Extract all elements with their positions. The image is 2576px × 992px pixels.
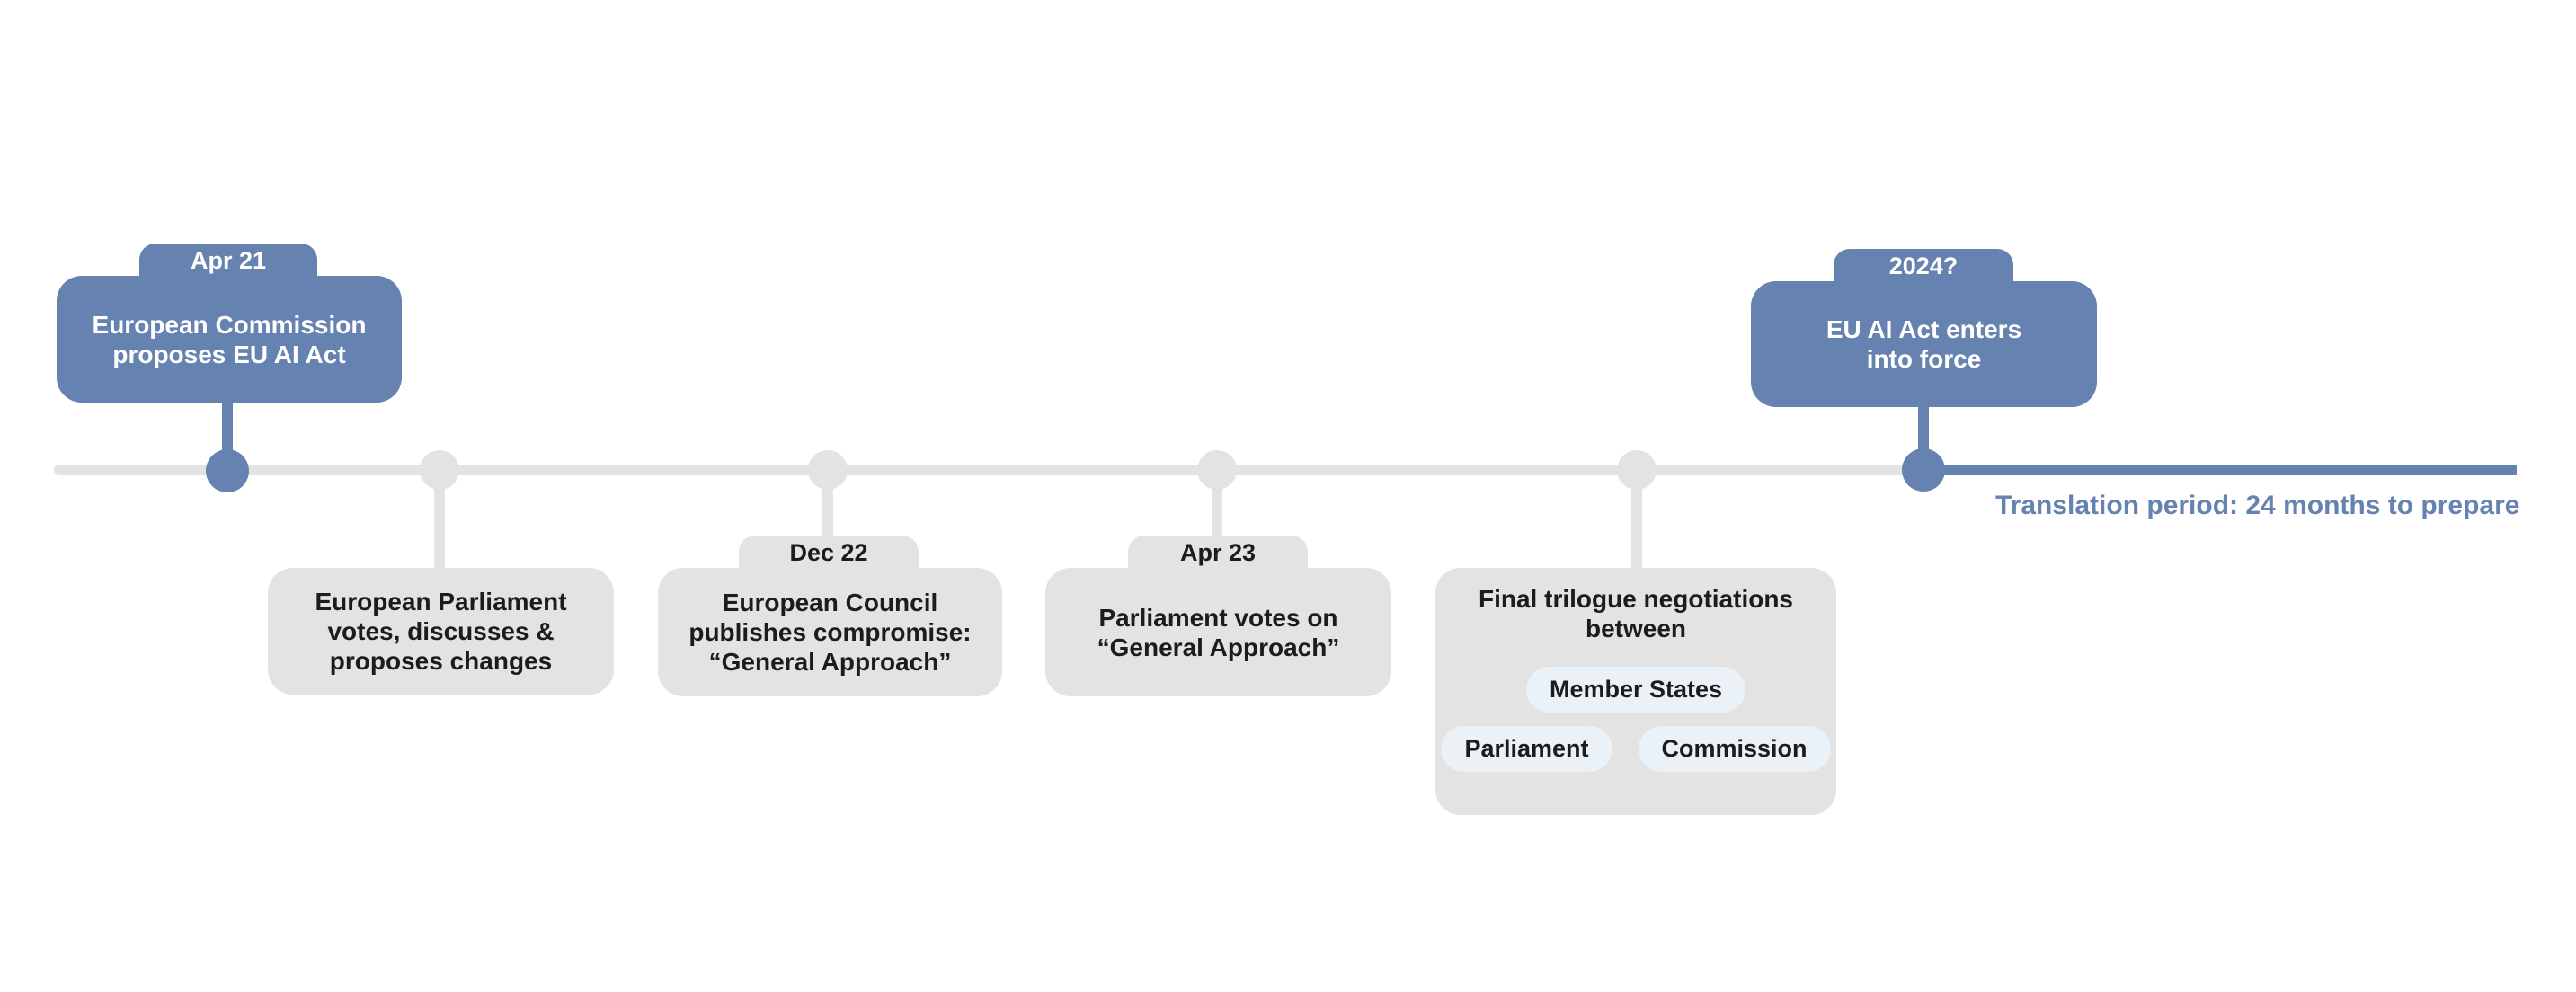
date-tab-label: 2024? [1888,252,1959,279]
timeline-line-gray [54,465,1923,475]
party-pill-parliament: Parliament [1441,726,1612,772]
event-title: European Parliament votes, discusses & p… [315,588,567,675]
event-box-council-compromise: European Council publishes compromise: “… [658,568,1002,696]
trilogue-parties: Member States Parliament Commission [1441,667,1831,772]
event-box-commission-proposes: European Commission proposes EU AI Act [57,276,402,403]
timeline-dot-trilogue [1617,450,1657,490]
event-title: European Council publishes compromise: “… [688,589,972,676]
date-tab-dec22: Dec 22 [739,536,919,571]
timeline-dot-parliament-votes [420,450,459,490]
event-title: Final trilogue negotiations between [1479,585,1793,642]
date-tab-label: Apr 21 [190,246,267,274]
event-title: EU AI Act enters into force [1825,315,2022,373]
party-pill-member-states: Member States [1525,667,1746,713]
event-title: European Commission proposes EU AI Act [92,310,367,368]
connector-stem [434,470,445,571]
party-pill-commission: Commission [1638,726,1831,772]
timeline-dot-apr23 [1197,450,1237,490]
translation-period-label: Translation period: 24 months to prepare [1995,491,2520,520]
event-box-parliament-votes-general-approach: Parliament votes on “General Approach” [1045,568,1391,696]
date-tab-apr23: Apr 23 [1128,536,1308,571]
timeline-line-blue-translation-period [1923,465,2517,475]
connector-stem [1631,470,1642,571]
event-box-trilogue-negotiations: Final trilogue negotiations between Memb… [1435,568,1836,815]
party-pill-row: Parliament Commission [1441,726,1831,772]
date-tab-apr21: Apr 21 [139,244,317,279]
date-tab-label: Apr 23 [1179,538,1257,566]
event-box-parliament-discusses: European Parliament votes, discusses & p… [268,568,614,695]
date-tab-label: Dec 22 [789,538,868,566]
event-box-act-enters-force: EU AI Act enters into force [1751,281,2097,407]
event-title: Parliament votes on “General Approach” [1097,603,1340,661]
timeline-dot-2024 [1902,448,1945,492]
timeline-dot-dec22 [808,450,848,490]
timeline-dot-apr21 [206,449,249,492]
date-tab-2024: 2024? [1834,249,2013,285]
